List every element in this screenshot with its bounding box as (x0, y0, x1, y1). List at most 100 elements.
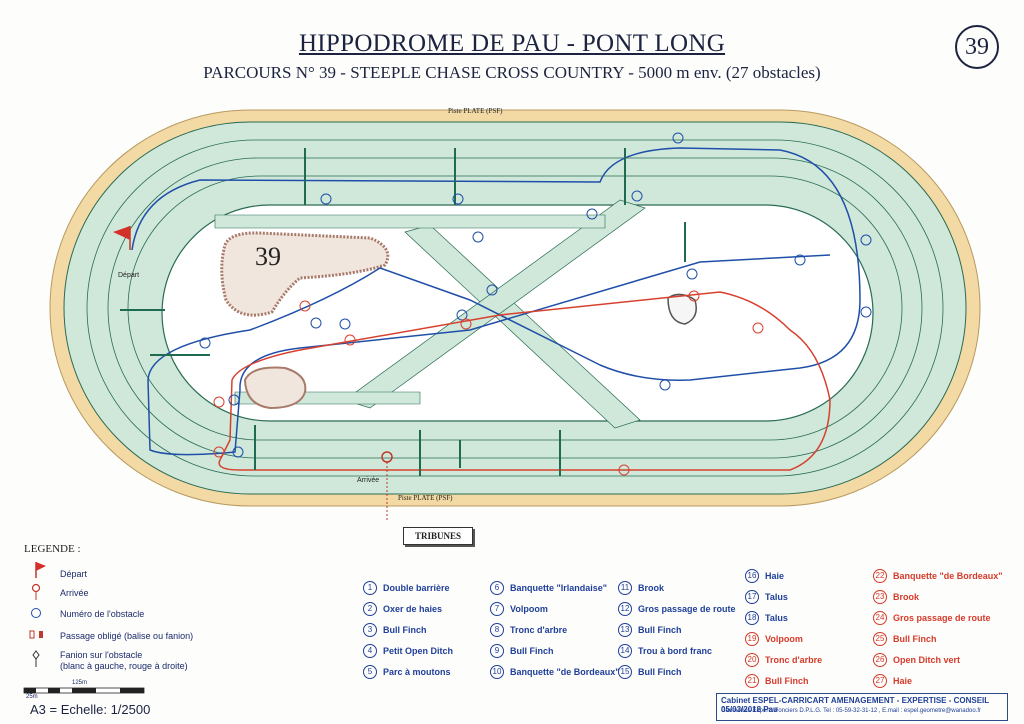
obstacle-name: Gros passage de route (638, 604, 736, 614)
obstacle-name: Haie (765, 571, 785, 581)
obstacle-rails (120, 148, 686, 476)
top-track-label: Piste PLATE (PSF) (448, 107, 503, 115)
obstacle-name: Bull Finch (765, 676, 809, 686)
obstacle-name: Petit Open Ditch (383, 646, 454, 656)
obstacle-13: 13 Bull Finch (618, 623, 682, 637)
obstacle-number-icon: 11 (618, 581, 632, 595)
cabinet-box: Cabinet ESPEL-CARRICART AMENAGEMENT - EX… (716, 693, 1008, 721)
legend-title: LEGENDE : (24, 543, 81, 555)
obstacle-number-icon: 21 (745, 674, 759, 688)
cabinet-line1: Cabinet ESPEL-CARRICART AMENAGEMENT - EX… (721, 696, 990, 714)
obstacle-name: Haie (893, 676, 913, 686)
obstacle-number-icon: 25 (873, 632, 887, 646)
obstacle-number-icon: 9 (490, 644, 504, 658)
obstacle-name: Volpoom (510, 604, 548, 614)
start-label: Départ (118, 272, 140, 279)
obstacle-name: Bull Finch (510, 646, 554, 656)
obstacle-11: 11 Brook (618, 581, 664, 595)
scale-tick-125: 125m (72, 680, 88, 686)
obstacle-number-icon: 1 (363, 581, 377, 595)
obstacle-name: Trou à bord franc (638, 646, 713, 656)
obstacle-number-icon: 13 (618, 623, 632, 637)
obstacle-name: Parc à moutons (383, 667, 451, 677)
obstacle-name: Banquette "de Bordeaux" (893, 571, 1003, 581)
obstacle-number-icon: 20 (745, 653, 759, 667)
scale-bar (23, 687, 145, 694)
rail-3 (127, 175, 903, 441)
obstacle-number-icon: 15 (618, 665, 632, 679)
page-subtitle: PARCOURS N° 39 - STEEPLE CHASE CROSS COU… (203, 63, 821, 82)
legend-obstacle-flag-note: (blanc à gauche, rouge à droite) (60, 661, 188, 671)
scale-tick-25: 25m (26, 694, 38, 700)
course-number-badge: 39 (955, 25, 999, 69)
legend-obstacle-flag: Fanion sur l'obstacle (60, 650, 143, 660)
obstacle-number-icon: 5 (363, 665, 377, 679)
route-blue (131, 147, 861, 456)
obstacle-23: 23 Brook (873, 590, 919, 604)
obstacle-name: Brook (893, 592, 920, 602)
obstacle-name: Talus (765, 592, 788, 602)
obstacle-number-icon: 27 (873, 674, 887, 688)
obstacle-number-icon: 10 (490, 665, 504, 679)
obstacle-number-icon: 24 (873, 611, 887, 625)
legend-symbols (29, 562, 46, 667)
obstacle-name: Bull Finch (638, 667, 682, 677)
pond-right (667, 293, 697, 325)
obstacle-14: 14 Trou à bord franc (618, 644, 712, 658)
finish-post-marker (381, 451, 393, 520)
obstacle-name: Double barrière (383, 583, 450, 593)
obstacle-name: Bull Finch (893, 634, 937, 644)
obstacle-17: 17 Talus (745, 590, 788, 604)
obstacle-20: 20 Tronc d'arbre (745, 653, 822, 667)
obstacle-25: 25 Bull Finch (873, 632, 937, 646)
rail-1 (86, 139, 944, 477)
obstacle-name: Gros passage de route (893, 613, 991, 623)
obstacle-9: 9 Bull Finch (490, 644, 554, 658)
obstacle-22: 22 Banquette "de Bordeaux" (873, 569, 1003, 583)
obstacle-number-icon: 18 (745, 611, 759, 625)
obstacle-number-icon: 22 (873, 569, 887, 583)
obstacle-number-icon: 17 (745, 590, 759, 604)
obstacle-number-icon: 14 (618, 644, 632, 658)
obstacle-1: 1 Double barrière (363, 581, 450, 595)
obstacle-name: Open Ditch vert (893, 655, 961, 665)
obstacle-name: Banquette "Irlandaise" (510, 583, 608, 593)
scale-label: A3 = Echelle: 1/2500 (30, 702, 151, 717)
page-title: HIPPODROME DE PAU - PONT LONG (298, 30, 726, 57)
cross-band-3 (214, 214, 606, 229)
obstacle-number-icon: 3 (363, 623, 377, 637)
obstacle-number-icon: 2 (363, 602, 377, 616)
obstacle-5: 5 Parc à moutons (363, 665, 451, 679)
obstacle-16: 16 Haie (745, 569, 784, 583)
obstacle-21: 21 Bull Finch (745, 674, 809, 688)
obstacle-number-icon: 8 (490, 623, 504, 637)
route-red (218, 291, 831, 471)
obstacle-6: 6 Banquette "Irlandaise" (490, 581, 607, 595)
obstacle-number-icon: 19 (745, 632, 759, 646)
obstacle-name: Bull Finch (383, 625, 427, 635)
obstacle-3: 3 Bull Finch (363, 623, 427, 637)
obstacle-name: Oxer de haies (383, 604, 443, 614)
obstacle-name: Brook (638, 583, 665, 593)
legend-finish: Arrivée (60, 588, 89, 598)
obstacle-number-icon: 6 (490, 581, 504, 595)
obstacle-2: 2 Oxer de haies (363, 602, 442, 616)
obstacle-name: Volpoom (765, 634, 803, 644)
pond-small (243, 366, 307, 410)
obstacle-24: 24 Gros passage de route (873, 611, 991, 625)
obstacle-name: Tronc d'arbre (765, 655, 823, 665)
bottom-track-label: Piste PLATE (PSF) (398, 494, 453, 502)
legend-passage: Passage obligé (balise ou fanion) (60, 631, 194, 641)
obstacle-27: 27 Haie (873, 674, 912, 688)
obstacle-number-icon: 16 (745, 569, 759, 583)
obstacle-number-icon: 23 (873, 590, 887, 604)
obstacle-name: Bull Finch (638, 625, 682, 635)
